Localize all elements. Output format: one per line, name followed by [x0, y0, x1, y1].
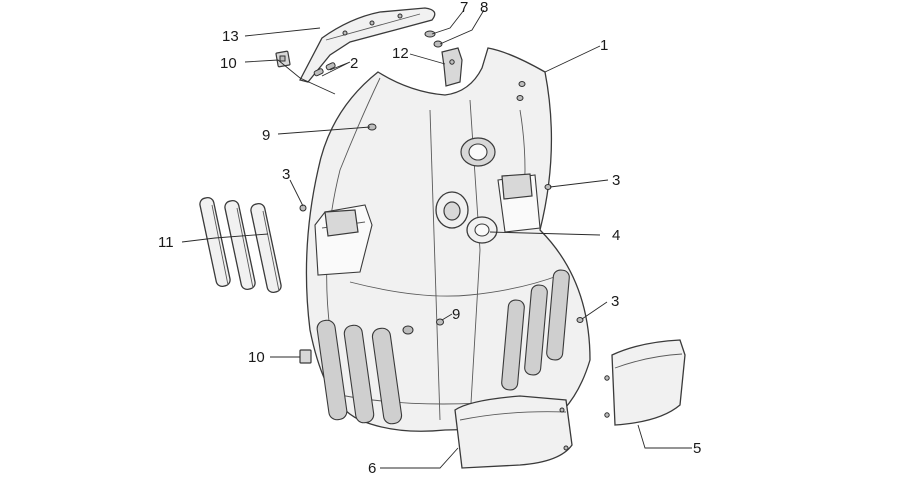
- callout-8: 8: [480, 0, 488, 16]
- part-2-screws: [313, 62, 336, 77]
- callout-1: 1: [600, 37, 608, 54]
- callout-9-upper: 9: [262, 127, 270, 144]
- callout-3-right-lower: 3: [611, 293, 619, 310]
- callout-10-lower: 10: [248, 349, 265, 366]
- part-7-8-hardware: [424, 30, 443, 48]
- callout-13: 13: [222, 28, 239, 45]
- ignition-opening: [460, 137, 496, 167]
- leader-lines: [181, 9, 692, 469]
- callout-labels: 1 2 3 3 3 4 5 6 7 8 9 9 10 10 11 12 13: [158, 0, 701, 477]
- part-13-top-trim: [299, 7, 436, 83]
- glove-pocket-left: [314, 204, 373, 276]
- callout-5: 5: [693, 440, 701, 457]
- part-6-lower-panel: [454, 395, 573, 469]
- callout-9-lower: 9: [452, 306, 460, 323]
- callout-3-right-upper: 3: [612, 172, 620, 189]
- callout-12: 12: [392, 45, 409, 62]
- callout-7: 7: [460, 0, 468, 16]
- callout-3-left: 3: [282, 166, 290, 183]
- callout-4: 4: [612, 227, 620, 244]
- vent-slots-left: [316, 319, 403, 425]
- callout-2: 2: [350, 55, 358, 72]
- part-4-lock-cover: [435, 191, 498, 244]
- glove-pocket-right: [497, 173, 541, 233]
- callout-11: 11: [158, 234, 174, 251]
- callout-10-upper: 10: [220, 55, 237, 72]
- part-5-side-panel: [604, 339, 686, 426]
- small-hardware: [299, 81, 584, 364]
- callout-6: 6: [368, 460, 376, 477]
- vent-slots-right: [501, 269, 570, 391]
- part-11-vent-grilles: [199, 196, 282, 294]
- part-12-bracket: [441, 47, 463, 87]
